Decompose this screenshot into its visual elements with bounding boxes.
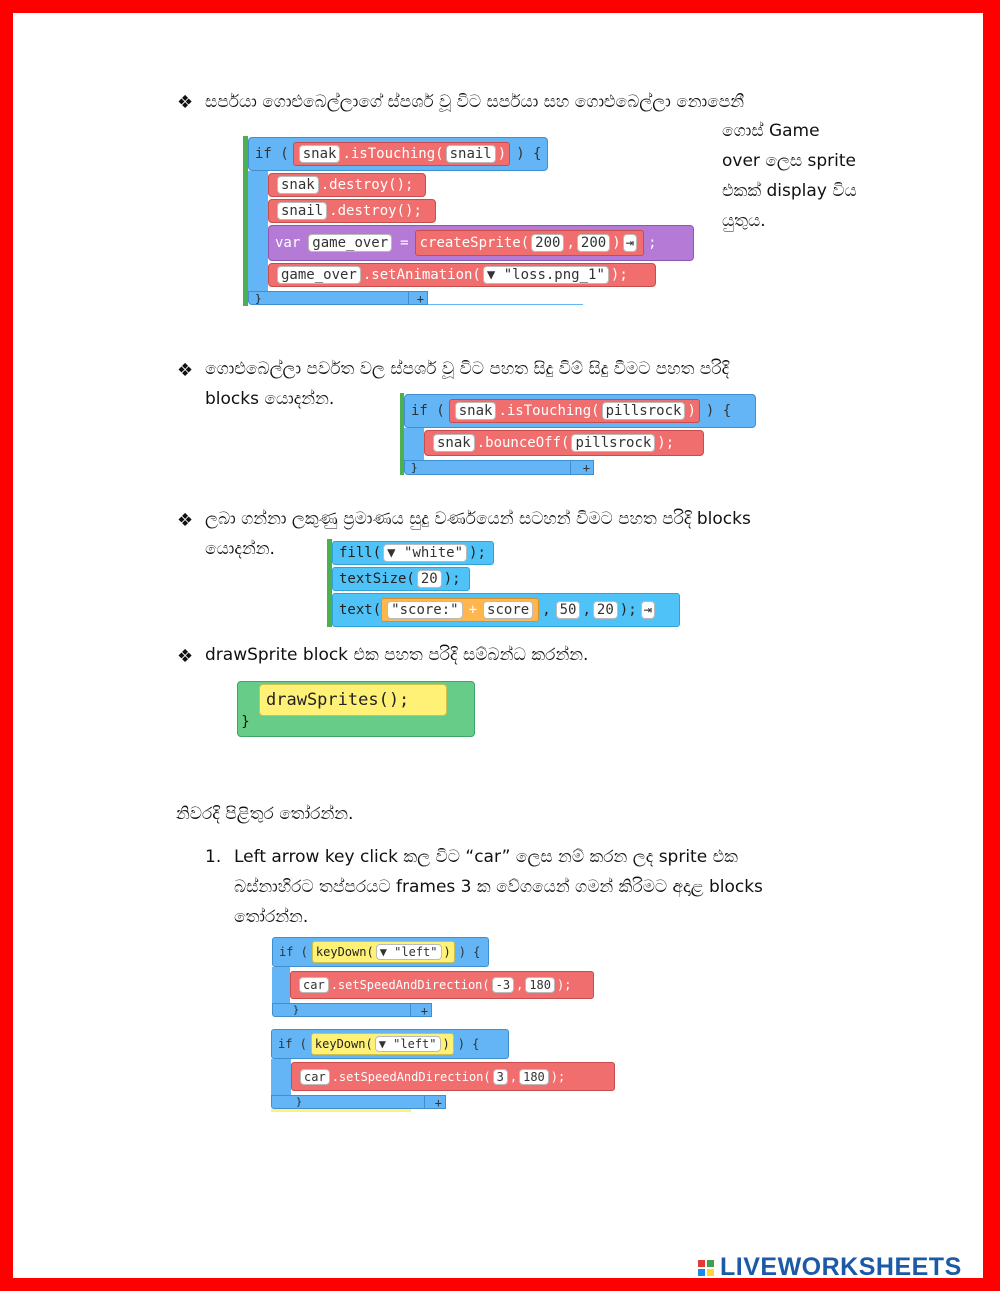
section3-instruction: ලබා ගන්නා ලකුණු ප්‍රමාණය සුදු වර්ණයෙන් ස…: [205, 509, 751, 529]
section1-side-line: යුතුය.: [722, 211, 766, 231]
bullet-icon: ❖: [177, 360, 194, 381]
question-text: තෝරන්න.: [234, 907, 309, 927]
bullet-icon: ❖: [177, 646, 194, 667]
drawSprites-block[interactable]: drawSprites();: [259, 684, 447, 716]
section3-instruction-cont: යොදන්න.: [205, 539, 275, 559]
collapse-icon[interactable]: ⇥: [640, 601, 656, 619]
if-block-close: }: [272, 1003, 432, 1017]
if-block: if ( keyDown(▼ "left") ) {: [271, 1029, 509, 1059]
question-text: බස්නාහිරට තප්පරයට frames 3 ක වේගයෙන් ගමන…: [234, 877, 763, 897]
add-plus-icon: +: [410, 1003, 432, 1018]
section1-instruction: සර්පයා ගොළුබෙල්ලාගේ ස්පර්ශ වූ විට සර්පයා…: [205, 92, 745, 112]
section2-instruction-cont: blocks යොදන්න.: [205, 389, 335, 409]
text-block[interactable]: text( "score:"+score ,50,20); ⇥: [332, 593, 680, 627]
setAnimation-block[interactable]: game_over.setAnimation(▼ "loss.png_1");: [268, 263, 656, 287]
worksheet-page: ❖ සර්පයා ගොළුබෙල්ලාගේ ස්පර්ශ වූ විට සර්ප…: [13, 13, 983, 1278]
question-heading: නිවරදි පිළිතුර තෝරන්න.: [176, 804, 354, 824]
concat-block[interactable]: "score:"+score: [381, 598, 540, 622]
section1-side-line: over ලෙස sprite: [722, 151, 856, 171]
var-game-over-block[interactable]: var game_over = createSprite(200,200) ⇥ …: [268, 225, 694, 261]
isTouching-block[interactable]: snak.isTouching(pillsrock): [448, 399, 700, 423]
if-block[interactable]: if ( snak.isTouching(pillsrock) ) {: [404, 394, 756, 428]
add-plus-icon[interactable]: +: [408, 291, 428, 306]
bullet-icon: ❖: [177, 92, 194, 113]
answer-option-b[interactable]: if ( keyDown(▼ "left") ) { car.setSpeedA…: [271, 1029, 631, 1112]
liveworksheets-logo: LIVEWORKSHEETS: [697, 1253, 962, 1282]
add-plus-icon[interactable]: +: [570, 460, 594, 475]
logo-text: LIVEWORKSHEETS: [720, 1253, 962, 1281]
section2-instruction: ගොළුබෙල්ලා පර්වත වල ස්පර්ශ වූ විට පහත සි…: [205, 359, 730, 379]
setSpeedAndDirection-block: car.setSpeedAndDirection(-3,180);: [290, 971, 594, 999]
section4-instruction: drawSprite block එක පහත පරිදි සම්බන්ධ කර…: [205, 645, 589, 665]
bullet-icon: ❖: [177, 510, 194, 531]
if-block: if ( keyDown(▼ "left") ) {: [272, 937, 489, 967]
snak-destroy-block[interactable]: snak.destroy();: [268, 173, 426, 197]
logo-icon: [697, 1259, 717, 1277]
createSprite-block[interactable]: createSprite(200,200) ⇥: [414, 230, 645, 256]
add-plus-icon: +: [424, 1095, 446, 1110]
textSize-block[interactable]: textSize(20);: [332, 567, 470, 591]
question-text: Left arrow key click කල විට “car” ලෙස නම…: [234, 847, 738, 867]
snail-destroy-block[interactable]: snail.destroy();: [268, 199, 436, 223]
answer-option-a[interactable]: if ( keyDown(▼ "left") ) { car.setSpeedA…: [272, 937, 602, 1021]
if-block-close: }: [271, 1095, 446, 1109]
keyDown-block: keyDown(▼ "left"): [311, 941, 455, 963]
if-block-close: }: [248, 291, 428, 305]
if-block-close: }: [404, 460, 594, 475]
isTouching-block[interactable]: snak.isTouching(snail): [292, 142, 511, 166]
if-block[interactable]: if ( snak.isTouching(snail) ) {: [248, 137, 548, 171]
keyDown-block: keyDown(▼ "left"): [310, 1033, 454, 1055]
question-number: 1.: [205, 847, 222, 867]
section1-side-line: එකක් display විය: [722, 181, 857, 201]
setSpeedAndDirection-block: car.setSpeedAndDirection(3,180);: [291, 1062, 615, 1091]
collapse-icon[interactable]: ⇥: [622, 234, 638, 252]
bounceOff-block[interactable]: snak.bounceOff(pillsrock);: [424, 430, 704, 456]
fill-block[interactable]: fill(▼ "white");: [332, 541, 494, 565]
section1-side-line: ගොස් Game: [722, 121, 820, 141]
